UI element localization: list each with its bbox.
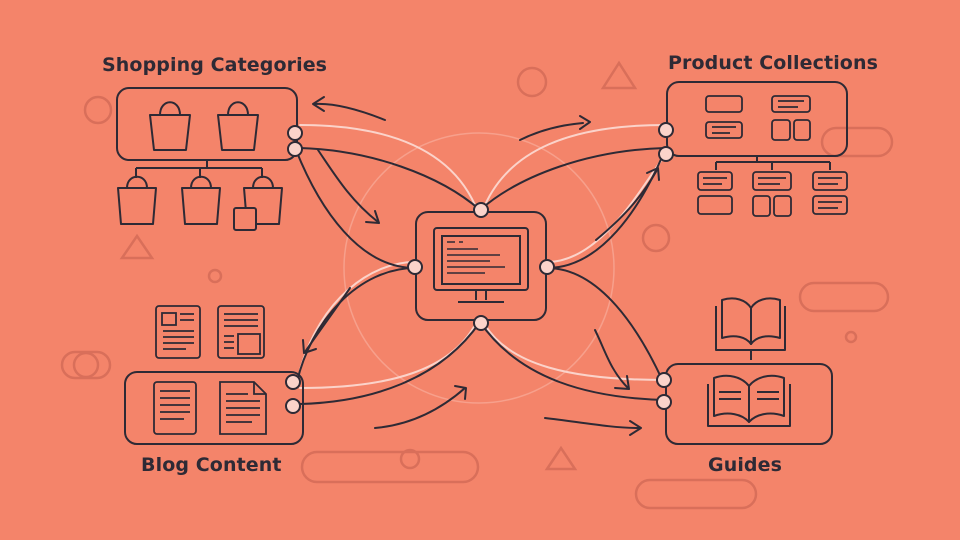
node-product-collections [666, 81, 848, 217]
product-collections-label: Product Collections [668, 52, 878, 74]
shopping-bag-icon [149, 101, 259, 151]
blog-content-label: Blog Content [141, 454, 282, 476]
product-card-icon [705, 95, 811, 141]
product-card-icon [697, 171, 848, 217]
shopping-categories-label: Shopping Categories [102, 54, 328, 76]
open-book-icon [707, 374, 791, 427]
shopping-categories-box [116, 87, 298, 161]
background-decorations [60, 60, 894, 510]
node-guides [665, 297, 833, 445]
flow-arrows [302, 96, 660, 436]
node-blog-content [124, 305, 304, 445]
connection-lines [295, 147, 666, 405]
collection-tree-lines [715, 156, 831, 170]
document-icon [153, 381, 267, 435]
category-tree-lines [135, 160, 263, 178]
connector-dots [285, 122, 674, 414]
shopping-bag-icon [117, 175, 283, 231]
open-book-icon [715, 297, 786, 360]
document-icon [155, 305, 265, 359]
node-shopping-categories [116, 87, 298, 231]
product-collections-box [666, 81, 848, 157]
blog-content-box [124, 371, 304, 445]
guides-label: Guides [708, 454, 783, 476]
central-hub [415, 211, 547, 321]
computer-monitor-icon [433, 227, 529, 303]
